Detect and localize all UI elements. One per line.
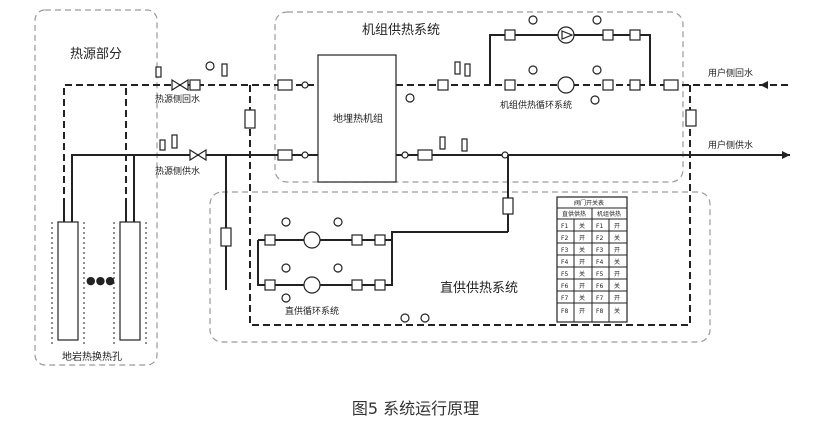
user-supply-label: 用户侧供水: [708, 139, 753, 151]
valve-cell: F2: [561, 235, 568, 242]
direct-loop-pump-upper: [264, 217, 386, 249]
valve-cell: 开: [579, 235, 585, 242]
unit-loop-label: 机组供热循环系统: [500, 99, 572, 111]
unit-return-valves: [405, 61, 679, 103]
valve-cell: F3: [596, 247, 603, 254]
direct-loop-pump-lower: [264, 263, 386, 303]
valve-cell: 关: [614, 282, 620, 290]
bypass-meter-supply: [220, 227, 232, 247]
user-return-label: 用户侧回水: [708, 67, 753, 79]
borehole-left: [51, 205, 85, 345]
unit-heating-zone: [274, 11, 684, 183]
valve-cell: F7: [596, 295, 603, 302]
source-supply-label: 热源侧供水: [155, 165, 200, 177]
valve-cell: F5: [596, 271, 603, 278]
valve-cell: F8: [561, 308, 568, 315]
valve-cell: F1: [561, 223, 568, 230]
valve-cell: 关: [579, 294, 585, 302]
valve-cell: 开: [579, 259, 585, 266]
user-supply-arrow: [782, 151, 790, 159]
valve-cell: F1: [596, 223, 603, 230]
source-inline-meters: [277, 79, 309, 161]
valve-cell: F6: [596, 283, 603, 290]
unit-loop-pump-lower: [504, 65, 641, 105]
source-supply-valves: [159, 134, 207, 162]
valve-cell: F3: [561, 247, 568, 254]
valve-cell: 关: [614, 258, 620, 266]
valve-table-header-direct: 直供供热: [562, 210, 586, 218]
direct-loop-label: 直供循环系统: [285, 305, 339, 317]
heat-pump-unit: [317, 54, 397, 183]
valve-table: 阀门开关表 直供供热 机组供热 F1 关 F1 开 F2 开 F2 关 F3 关…: [556, 196, 628, 323]
source-supply-pipe: [71, 154, 318, 205]
source-return-pipe: [63, 84, 318, 205]
source-return-valves: [155, 61, 228, 92]
valve-cell: F5: [561, 271, 568, 278]
figure-caption: 图5 系统运行原理: [351, 399, 480, 418]
valve-cell: F8: [596, 308, 603, 315]
unit-loop-pump-upper: [504, 15, 641, 44]
unit-supply-valves: [401, 136, 509, 161]
heat-pump-label: 地埋热机组: [333, 112, 383, 125]
valve-cell: F4: [561, 259, 568, 266]
direct-return-gauges: [400, 313, 430, 323]
valve-cell: 关: [614, 307, 620, 315]
valve-cell: 开: [614, 247, 620, 254]
valve-cell: 开: [614, 295, 620, 302]
direct-heating-zone-title: 直供供热系统: [440, 281, 518, 296]
source-return-label: 热源侧回水: [155, 93, 200, 105]
borehole-label: 地岩热换热孔: [62, 350, 122, 363]
direct-loop-lower: [257, 240, 393, 286]
valve-cell: F7: [561, 295, 568, 302]
valve-cell: 关: [579, 222, 585, 230]
valve-cell: 关: [579, 270, 585, 278]
direct-supply-meter: [502, 197, 514, 215]
direct-branch-return: [249, 85, 690, 326]
valve-cell: 开: [579, 283, 585, 290]
valve-cell: F6: [561, 283, 568, 290]
borehole-ellipsis: ●●●: [86, 274, 115, 287]
valve-cell: 开: [614, 271, 620, 278]
valve-table-title: 阀门开关表: [574, 199, 604, 207]
valve-table-header-unit: 机组供热: [597, 210, 621, 218]
heat-source-zone: [34, 9, 158, 366]
valve-cell: 开: [614, 223, 620, 230]
unit-heating-zone-title: 机组供热系统: [362, 23, 440, 38]
valve-cell: 关: [614, 234, 620, 242]
user-return-arrow: [760, 81, 768, 89]
direct-loop-upper: [258, 231, 508, 241]
valve-cell: F4: [596, 259, 603, 266]
valve-cell: 关: [579, 246, 585, 254]
right-bypass-meter: [685, 109, 697, 127]
borehole-right: [113, 205, 147, 345]
valve-cell: 开: [579, 308, 585, 315]
bypass-meter-return: [244, 109, 256, 129]
valve-cell: F2: [596, 235, 603, 242]
heat-source-zone-title: 热源部分: [70, 47, 122, 62]
